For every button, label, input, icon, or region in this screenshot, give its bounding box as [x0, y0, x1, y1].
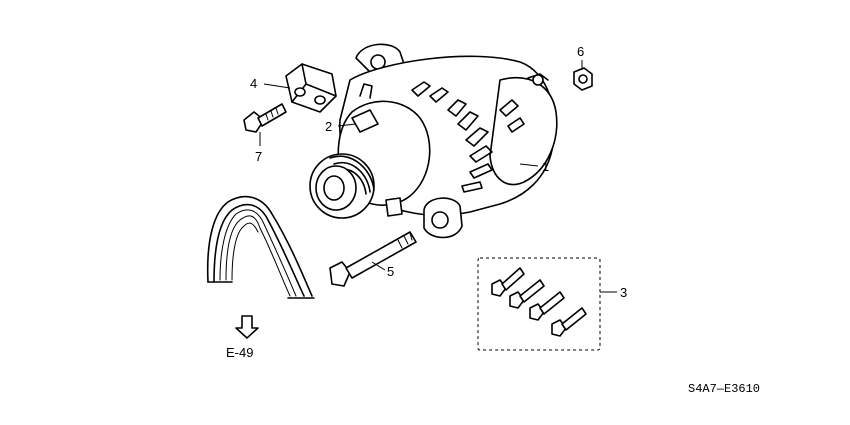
diagram-code: S4A7—E3610	[688, 382, 760, 396]
callout-7: 7	[255, 149, 262, 164]
pulley[interactable]	[309, 153, 375, 219]
callout-6: 6	[577, 44, 584, 59]
nut-6[interactable]	[573, 67, 593, 91]
mounting-bracket[interactable]	[285, 63, 337, 113]
reference-arrow-icon[interactable]	[235, 315, 259, 339]
set-bolt-a	[491, 267, 525, 297]
bolt-set-3[interactable]	[477, 257, 601, 351]
callout-3: 3	[620, 285, 627, 300]
set-bolt-b	[509, 279, 545, 309]
drive-belt[interactable]	[206, 195, 315, 299]
callout-1: 1	[542, 159, 549, 174]
cooling-fins	[411, 81, 525, 193]
leader-lines	[259, 60, 617, 293]
through-bolt-5[interactable]	[329, 231, 417, 287]
alternator[interactable]	[337, 43, 558, 239]
callout-4: 4	[250, 76, 257, 91]
set-bolt-d	[551, 307, 587, 337]
set-bolt-c	[529, 291, 565, 321]
callout-2: 2	[325, 119, 332, 134]
reference-label[interactable]: E-49	[226, 345, 253, 360]
callout-5: 5	[387, 264, 394, 279]
bolt-7[interactable]	[243, 103, 287, 133]
